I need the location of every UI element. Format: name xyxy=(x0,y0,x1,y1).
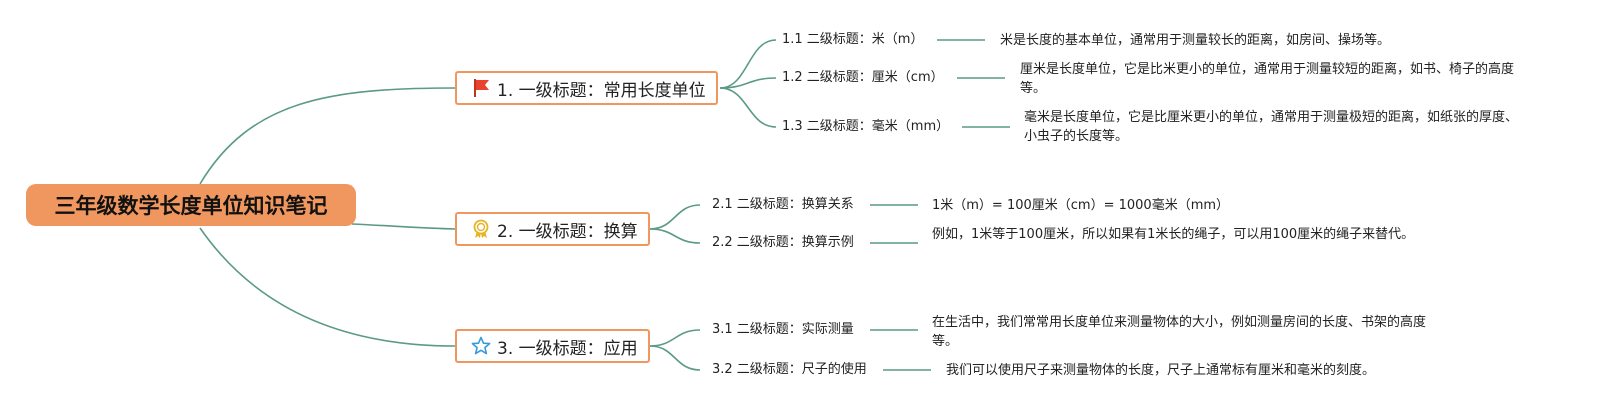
subtopic-centimeter[interactable]: 1.2 二级标题：厘米（cm） xyxy=(782,69,944,87)
note-millimeter: 毫米是长度单位，它是比厘米更小的单位，通常用于测量极短的距离，如纸张的厚度、小虫… xyxy=(1024,108,1519,146)
subtopic-conversion-example[interactable]: 2.2 二级标题：换算示例 xyxy=(712,234,854,252)
topic-conversion[interactable]: 2. 一级标题：换算 xyxy=(455,212,650,246)
connector-topic-2-child-1 xyxy=(649,204,701,230)
note-text: 1米（m）= 100厘米（cm）= 1000毫米（mm） xyxy=(932,198,1230,213)
connector-topic-1-child-2 xyxy=(719,77,777,89)
connector-root-topic-3 xyxy=(199,227,456,347)
topic-label: 2. 一级标题：换算 xyxy=(497,221,638,242)
subtopic-label: 1.3 二级标题：毫米（mm） xyxy=(782,119,950,134)
topic-common-length-units[interactable]: 1. 一级标题：常用长度单位 xyxy=(455,71,718,105)
subtopic-label: 1.2 二级标题：厘米（cm） xyxy=(782,70,944,85)
connector-topic-2-child-2 xyxy=(649,228,701,244)
connector-topic-1-child-3 xyxy=(719,87,777,128)
topic-label: 3. 一级标题：应用 xyxy=(497,338,638,359)
connector-root-topic-1 xyxy=(199,87,456,185)
note-conversion-relation: 1米（m）= 100厘米（cm）= 1000毫米（mm） xyxy=(932,196,1352,215)
star-icon xyxy=(471,336,491,356)
note-text: 米是长度的基本单位，通常用于测量较长的距离，如房间、操场等。 xyxy=(1000,33,1391,48)
subtopic-label: 2.1 二级标题：换算关系 xyxy=(712,197,854,212)
note-text: 例如，1米等于100厘米，所以如果有1米长的绳子，可以用100厘米的绳子来替代。 xyxy=(932,227,1415,242)
root-topic[interactable]: 三年级数学长度单位知识笔记 xyxy=(26,184,356,226)
note-text: 在生活中，我们常常用长度单位来测量物体的大小，例如测量房间的长度、书架的高度等。 xyxy=(932,315,1427,349)
connector-root-topic-2 xyxy=(351,223,456,230)
note-text: 厘米是长度单位，它是比米更小的单位，通常用于测量较短的距离，如书、椅子的高度等。 xyxy=(1020,62,1515,96)
topic-label: 1. 一级标题：常用长度单位 xyxy=(497,80,706,101)
subtopic-label: 1.1 二级标题：米（m） xyxy=(782,32,924,47)
award-medal-icon xyxy=(471,219,491,239)
subtopic-millimeter[interactable]: 1.3 二级标题：毫米（mm） xyxy=(782,118,949,136)
note-text: 我们可以使用尺子来测量物体的长度，尺子上通常标有厘米和毫米的刻度。 xyxy=(946,363,1376,378)
note-meter: 米是长度的基本单位，通常用于测量较长的距离，如房间、操场等。 xyxy=(1000,31,1420,50)
note-ruler-usage: 我们可以使用尺子来测量物体的长度，尺子上通常标有厘米和毫米的刻度。 xyxy=(946,361,1426,380)
subtopic-label: 3.2 二级标题：尺子的使用 xyxy=(712,362,867,377)
note-text: 毫米是长度单位，它是比厘米更小的单位，通常用于测量极短的距离，如纸张的厚度、小虫… xyxy=(1024,110,1519,144)
subtopic-meter[interactable]: 1.1 二级标题：米（m） xyxy=(782,31,923,49)
subtopic-label: 3.1 二级标题：实际测量 xyxy=(712,322,854,337)
connector-topic-3-child-2 xyxy=(649,345,701,371)
red-flag-icon xyxy=(471,78,491,98)
connector-topic-3-child-1 xyxy=(649,329,701,347)
subtopic-actual-measurement[interactable]: 3.1 二级标题：实际测量 xyxy=(712,321,854,339)
subtopic-label: 2.2 二级标题：换算示例 xyxy=(712,235,854,250)
note-actual-measurement: 在生活中，我们常常用长度单位来测量物体的大小，例如测量房间的长度、书架的高度等。 xyxy=(932,313,1427,351)
subtopic-conversion-relation[interactable]: 2.1 二级标题：换算关系 xyxy=(712,196,854,214)
note-conversion-example: 例如，1米等于100厘米，所以如果有1米长的绳子，可以用100厘米的绳子来替代。 xyxy=(932,225,1427,244)
connector-topic-1-child-1 xyxy=(719,39,777,89)
topic-application[interactable]: 3. 一级标题：应用 xyxy=(455,329,650,363)
root-topic-label: 三年级数学长度单位知识笔记 xyxy=(54,194,328,218)
subtopic-ruler-usage[interactable]: 3.2 二级标题：尺子的使用 xyxy=(712,361,867,379)
note-centimeter: 厘米是长度单位，它是比米更小的单位，通常用于测量较短的距离，如书、椅子的高度等。 xyxy=(1020,60,1515,98)
